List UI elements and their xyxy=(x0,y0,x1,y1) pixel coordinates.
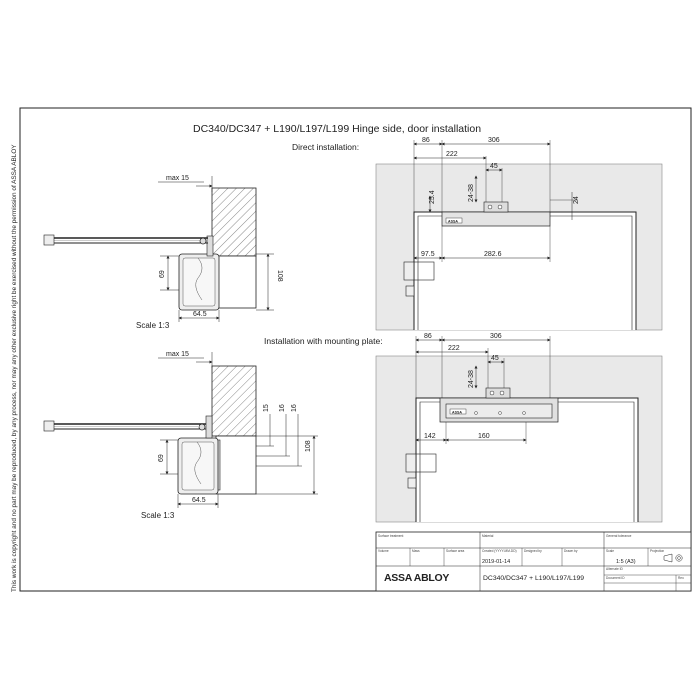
scale-label-bottom: Scale 1:3 xyxy=(141,511,175,520)
tb-rev: Rev. xyxy=(678,576,684,580)
dim-86-direct: 86 xyxy=(422,137,430,144)
door-frame-hatched xyxy=(211,187,257,257)
dim-222-plate: 222 xyxy=(448,345,460,352)
dim-16a-bottom: 16 xyxy=(279,404,286,412)
closer-badge-b: ASSA xyxy=(452,411,462,415)
assa-abloy-logo: ASSA ABLOY xyxy=(384,572,449,584)
dim-64-5-bottom: 64.5 xyxy=(192,497,206,504)
dim-64-5-top: 64.5 xyxy=(193,311,207,318)
dim-25-4-direct: 25.4 xyxy=(429,190,436,204)
dim-108-bottom: 108 xyxy=(305,440,312,452)
door-opening xyxy=(413,211,637,330)
closer-badge: ASSA xyxy=(448,220,458,224)
tb-mass: Mass xyxy=(412,549,420,553)
tb-material: Material xyxy=(482,534,494,538)
dim-282-6-direct: 282.6 xyxy=(484,251,502,258)
projection-symbol-icon xyxy=(663,553,683,563)
drawing-frame xyxy=(19,107,692,592)
drawing-title: DC340/DC347 + L190/L197/L199 Hinge side,… xyxy=(193,123,481,135)
dim-15-bottom: 15 xyxy=(263,404,270,412)
front-view-plate: ASSA 86 306 222 45 24-38 142 160 xyxy=(375,333,663,523)
front-view-direct: ASSA 86 306 222 45 25.4 24-38 24 97.5 xyxy=(375,137,663,331)
dim-45-direct: 45 xyxy=(490,163,498,170)
dim-max15-bottom: max 15 xyxy=(166,351,189,358)
side-view-direct: max 15 108 69 64.5 Scale 1:3 xyxy=(43,175,283,330)
tb-surface-treatment: Surface treatment xyxy=(378,534,403,538)
dim-24-38-direct: 24-38 xyxy=(468,184,475,202)
dim-24-direct: 24 xyxy=(573,196,580,204)
tb-drawing-title: DC340/DC347 + L190/L197/L199 xyxy=(483,575,584,582)
tb-scale-value: 1:5 (A3) xyxy=(616,559,636,565)
tb-alternate-id: Alternate ID xyxy=(606,567,624,571)
dim-222-direct: 222 xyxy=(446,151,458,158)
dim-max15-top: max 15 xyxy=(166,175,189,182)
tb-volume: Volume xyxy=(378,549,389,553)
tb-surface-area: Surface area xyxy=(446,549,464,553)
dim-97-5-direct: 97.5 xyxy=(421,251,435,258)
tb-scale-label: Scale xyxy=(606,549,614,553)
dim-306-plate: 306 xyxy=(490,333,502,340)
tb-document-id: Document ID xyxy=(606,576,625,580)
label-direct-installation: Direct installation: xyxy=(292,142,359,152)
scale-label-top: Scale 1:3 xyxy=(136,321,170,330)
hinge-b xyxy=(405,453,417,473)
tb-designed-by: Designed by xyxy=(524,549,542,553)
side-view-plate: max 15 15 16 16 108 69 64.5 Scale 1:3 xyxy=(43,351,318,520)
tb-projection: Projection xyxy=(650,549,664,553)
hinge xyxy=(403,261,415,281)
dim-160-plate: 160 xyxy=(478,433,490,440)
tb-general-tolerance: General tolerance xyxy=(606,534,632,538)
dim-24-38-plate: 24-38 xyxy=(468,370,475,388)
tb-drawn-by: Drawn by xyxy=(564,549,578,553)
arm-shoe xyxy=(483,201,509,213)
dim-86-plate: 86 xyxy=(424,333,432,340)
dim-306-direct: 306 xyxy=(488,137,500,144)
dim-45-plate: 45 xyxy=(491,355,499,362)
dim-108-top: 108 xyxy=(276,270,283,282)
dim-16b-bottom: 16 xyxy=(291,404,298,412)
dim-142-plate: 142 xyxy=(424,433,436,440)
tb-created-value: 2019-01-14 xyxy=(482,559,510,565)
door-frame-hatched-b xyxy=(211,365,257,437)
copyright-notice: This work is copyright and no part may b… xyxy=(11,144,18,592)
title-block: Surface treatment Material General toler… xyxy=(375,531,692,592)
dim-69-top: 69 xyxy=(159,270,166,278)
dim-69-bottom: 69 xyxy=(158,454,165,462)
tb-created-label: Created (YYYY-MM-DD) xyxy=(482,549,517,553)
arm-shoe-b xyxy=(485,387,511,399)
door-leaf xyxy=(215,255,257,309)
label-plate-installation: Installation with mounting plate: xyxy=(264,336,383,346)
